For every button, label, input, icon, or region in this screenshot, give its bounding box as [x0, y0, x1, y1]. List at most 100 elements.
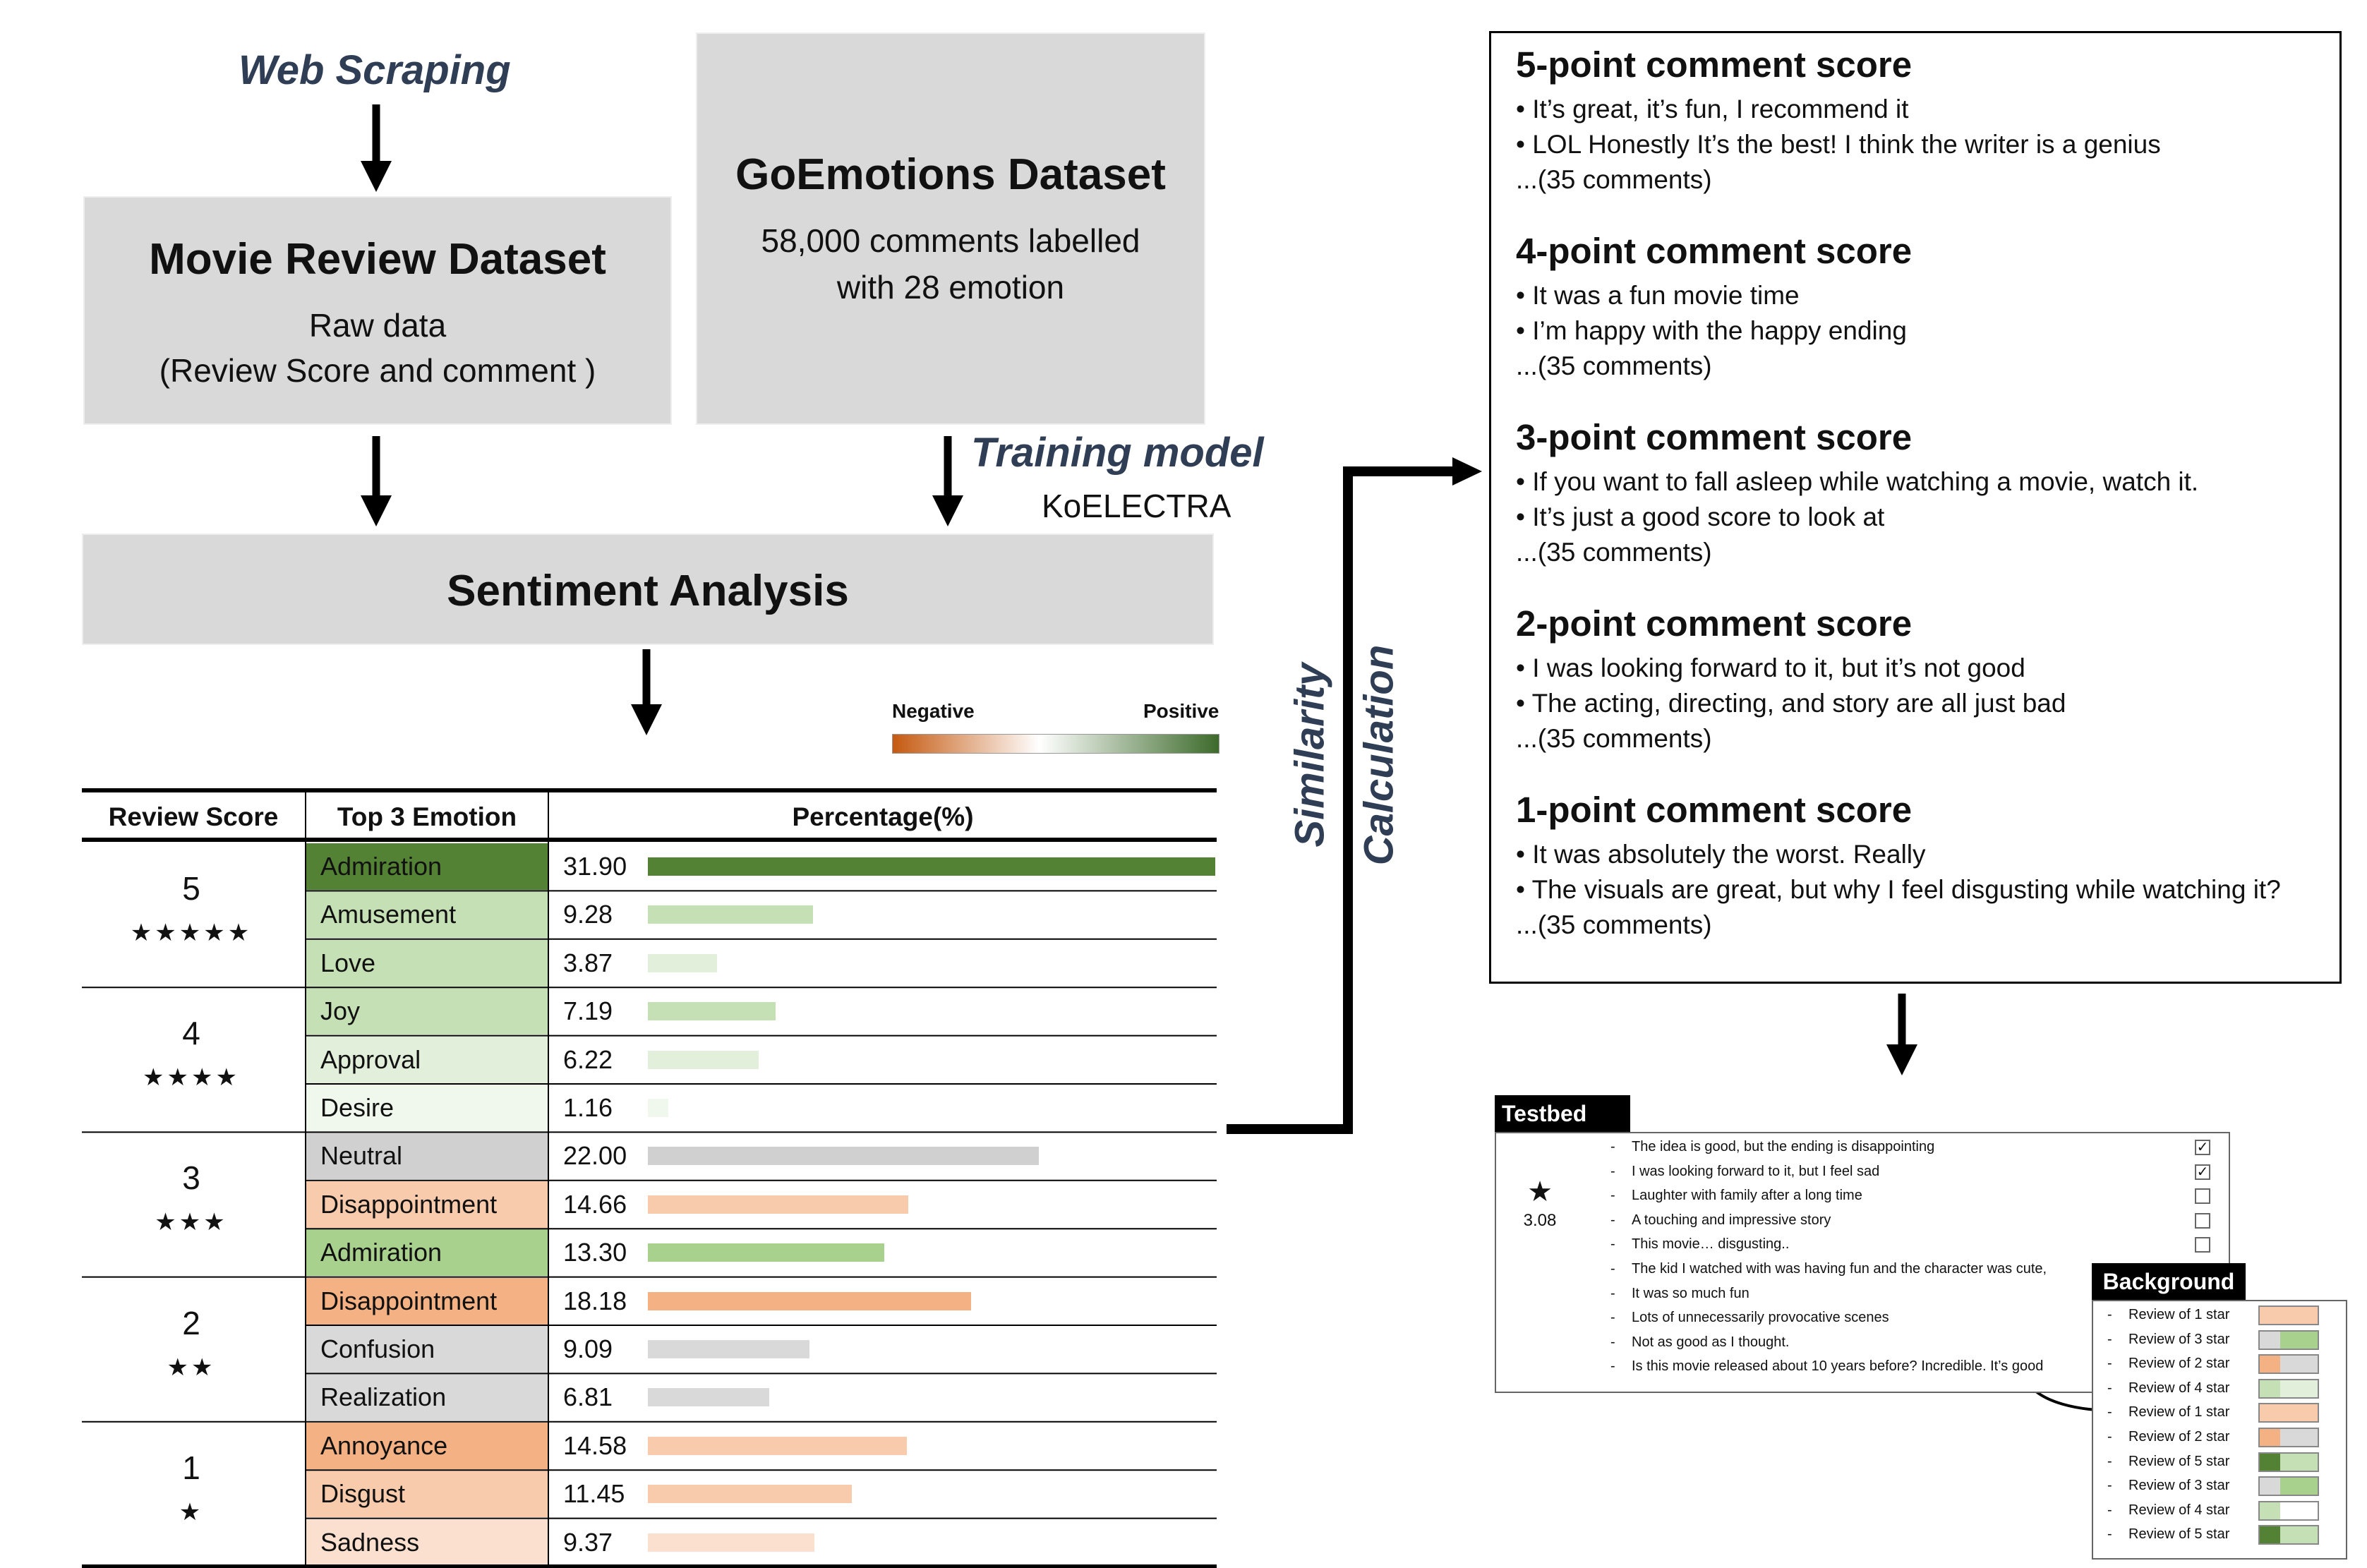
- comment-line: • It’s just a good score to look at: [1516, 502, 1885, 531]
- testbed-review-text: It was so much fun: [1632, 1285, 1749, 1301]
- similarity-connector: [1227, 466, 1454, 1134]
- percentage-bar: [648, 1243, 885, 1262]
- percentage-value: 1.16: [563, 1093, 613, 1122]
- background-title: Background: [2092, 1263, 2246, 1300]
- sentiment-analysis-title: Sentiment Analysis: [447, 567, 849, 615]
- testbed-dash: -: [1610, 1163, 1615, 1179]
- testbed-review-text: This movie… disgusting..: [1632, 1236, 1790, 1253]
- background-color-bar: [2258, 1525, 2319, 1545]
- background-bar-segment-1: [2260, 1356, 2280, 1373]
- percentage-value: 11.45: [563, 1479, 625, 1509]
- comment-line: • It was a fun movie time: [1516, 281, 1800, 310]
- background-dash: -: [2107, 1380, 2112, 1396]
- background-dash: -: [2107, 1429, 2112, 1445]
- background-bar-segment-2: [2279, 1453, 2318, 1471]
- emotion-cell: Disappointment: [306, 1277, 548, 1325]
- emotion-cell: Neutral: [306, 1133, 548, 1180]
- background-color-bar: [2258, 1354, 2319, 1375]
- comment-line: ...(35 comments): [1516, 724, 1712, 753]
- background-dash: -: [2107, 1453, 2112, 1469]
- comment-score-panel: [1489, 31, 2342, 984]
- comment-score-title: 5-point comment score: [1516, 44, 1913, 85]
- testbed-dash: -: [1610, 1236, 1615, 1253]
- background-bar-segment-2: [2279, 1307, 2318, 1324]
- comment-line: • The visuals are great, but why I feel …: [1516, 875, 2281, 904]
- emotion-cell: Desire: [306, 1085, 548, 1131]
- percentage-value: 13.30: [563, 1238, 627, 1267]
- background-color-bar: [2258, 1428, 2319, 1447]
- background-review-text: Review of 2 star: [2128, 1356, 2230, 1372]
- header-percentage: Percentage(%): [792, 802, 974, 831]
- percentage-bar: [648, 953, 717, 972]
- testbed-checkbox[interactable]: ✓: [2195, 1140, 2210, 1155]
- movie-review-title: Movie Review Dataset: [149, 235, 606, 284]
- comment-line: ...(35 comments): [1516, 910, 1712, 939]
- legend-gradient-bar: [892, 734, 1219, 754]
- background-bar-segment-2: [2279, 1526, 2318, 1544]
- similarity-label: Similarity: [1287, 663, 1333, 848]
- goemotions-title: GoEmotions Dataset: [735, 150, 1166, 199]
- background-color-bar: [2258, 1403, 2319, 1423]
- emotion-cell: Admiration: [306, 1229, 548, 1277]
- background-review-text: Review of 4 star: [2128, 1380, 2230, 1396]
- testbed-checkbox[interactable]: [2195, 1212, 2210, 1229]
- background-bar-segment-1: [2260, 1526, 2280, 1544]
- web-scraping-label: Web Scraping: [239, 47, 511, 93]
- background-dash: -: [2107, 1307, 2112, 1322]
- goemotions-dataset-box: GoEmotions Dataset 58,000 comments label…: [696, 32, 1205, 425]
- testbed-review-text: I was looking forward to it, but I feel …: [1632, 1163, 1880, 1179]
- calculation-label: Calculation: [1356, 644, 1402, 866]
- background-bar-segment-2: [2279, 1331, 2318, 1349]
- legend-negative-label: Negative: [892, 700, 975, 722]
- similarity-arrowhead: [1452, 457, 1482, 486]
- testbed-checkbox[interactable]: [2195, 1188, 2210, 1205]
- background-color-bar: [2258, 1305, 2319, 1325]
- background-bar-segment-2: [2279, 1478, 2318, 1495]
- percentage-value: 3.87: [563, 948, 613, 977]
- percentage-bar: [648, 1388, 769, 1407]
- background-dash: -: [2107, 1526, 2112, 1543]
- testbed-review-text: Is this movie released about 10 years be…: [1632, 1358, 2044, 1375]
- testbed-dash: -: [1610, 1139, 1615, 1154]
- testbed-checkbox[interactable]: [2195, 1237, 2210, 1253]
- background-bar-segment-1: [2260, 1307, 2280, 1324]
- testbed-dash: -: [1610, 1310, 1615, 1326]
- background-bar-segment-1: [2260, 1331, 2280, 1349]
- background-dash: -: [2107, 1356, 2112, 1372]
- background-dash: -: [2107, 1404, 2112, 1421]
- comment-line: ...(35 comments): [1516, 351, 1712, 380]
- background-review-text: Review of 3 star: [2128, 1331, 2230, 1347]
- background-dash: -: [2107, 1331, 2112, 1347]
- header-review-score: Review Score: [108, 802, 279, 831]
- percentage-bar: [648, 1099, 669, 1117]
- background-bar-segment-2: [2279, 1380, 2318, 1397]
- background-color-bar: [2258, 1500, 2319, 1521]
- percentage-bar: [648, 1485, 852, 1504]
- emotion-cell: Love: [306, 939, 548, 987]
- comment-line: • I was looking forward to it, but it’s …: [1516, 653, 2025, 682]
- comment-line: ...(35 comments): [1516, 165, 1712, 194]
- percentage-value: 22.00: [563, 1141, 627, 1171]
- comment-score-title: 4-point comment score: [1516, 231, 1913, 271]
- comment-score-title: 1-point comment score: [1516, 790, 1913, 830]
- score-number: 5: [182, 870, 200, 907]
- background-bar-segment-2: [2279, 1356, 2318, 1373]
- percentage-value: 31.90: [563, 852, 627, 881]
- emotion-cell: Joy: [306, 988, 548, 1035]
- background-bar-segment-1: [2260, 1429, 2280, 1446]
- background-color-bar: [2258, 1378, 2319, 1399]
- comment-line: • The acting, directing, and story are a…: [1516, 689, 2066, 718]
- percentage-value: 9.09: [563, 1334, 613, 1363]
- percentage-bar: [648, 1340, 810, 1358]
- training-model-label: Training model: [971, 430, 1264, 476]
- legend-positive-label: Positive: [1143, 700, 1219, 722]
- background-bar-segment-1: [2260, 1502, 2280, 1519]
- emotion-cell: Sadness: [306, 1519, 548, 1566]
- background-dash: -: [2107, 1502, 2112, 1518]
- testbed-title: Testbed: [1495, 1095, 1630, 1132]
- header-top3-emotion: Top 3 Emotion: [337, 802, 517, 831]
- background-review-text: Review of 2 star: [2128, 1429, 2230, 1445]
- testbed-review-text: The idea is good, but the ending is disa…: [1632, 1139, 1935, 1154]
- testbed-checkbox[interactable]: ✓: [2195, 1164, 2210, 1180]
